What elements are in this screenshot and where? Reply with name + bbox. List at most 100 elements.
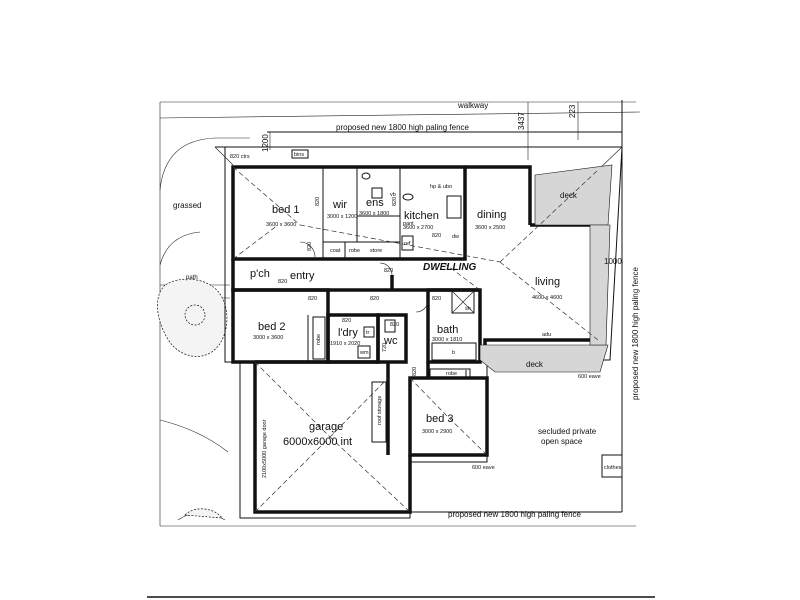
shrubs (157, 278, 228, 519)
robe-hall: robe (349, 248, 360, 254)
garage-name: garage (309, 421, 343, 433)
fridge-space (401, 235, 414, 251)
ens-size: 3600 x 1800 (359, 211, 389, 217)
hp-ubo-label: hp & ubo (430, 184, 452, 190)
dim-820-k: 820 (390, 322, 399, 328)
roof-storage-box (371, 381, 387, 443)
shower-base (371, 187, 383, 199)
wir-name: wir (332, 199, 347, 211)
trough-label: tr (366, 330, 370, 336)
bed3-name: bed 3 (426, 413, 454, 425)
ldry-name: l'dry (338, 327, 358, 339)
dwelling-title: DWELLING (423, 262, 477, 273)
roof-storage-label: roof storage (377, 396, 383, 425)
dim-223: 223 (568, 104, 577, 118)
dw-label: dw (452, 234, 459, 240)
sh-label: sh (465, 306, 471, 312)
ref-label: ref (404, 241, 411, 247)
fixtures (291, 149, 623, 478)
dim-820-b: 820 (392, 197, 398, 206)
ens-name: ens (366, 197, 384, 209)
open-space-line1: secluded private (538, 427, 597, 436)
fence-right-label: proposed new 1800 high paling fence (631, 266, 640, 400)
bed1-name: bed 1 (272, 204, 300, 216)
dim-3437: 3437 (517, 112, 526, 130)
bath-size: 3000 x 1810 (432, 337, 462, 343)
bed1-size: 3600 x 3600 (266, 222, 296, 228)
robe-box-bed2 (312, 316, 326, 360)
bathtub (431, 342, 477, 361)
bed3-size: 3000 x 2900 (422, 429, 452, 435)
dim-600-eave: 600 eave (578, 374, 601, 380)
vb-label: vb (390, 192, 396, 198)
ldry-size: 1910 x 2020 (330, 341, 360, 347)
site-labels: walkway proposed new 1800 high paling fe… (173, 101, 640, 519)
path-label: path (186, 275, 198, 281)
bath-name: bath (437, 324, 458, 336)
dim-1200: 1200 (261, 134, 270, 152)
decks (479, 164, 613, 373)
deck-bottom-name: deck (526, 360, 544, 369)
open-space-line2: open space (541, 437, 583, 446)
deck-top-name: deck (560, 191, 578, 200)
wm-label: wm (359, 350, 369, 356)
toilet-box (384, 319, 396, 333)
garage-size: 6000x6000 int (283, 436, 352, 448)
fence-top-label: proposed new 1800 high paling fence (336, 123, 470, 132)
dim-820-e: 820 (432, 233, 441, 239)
dim-820-g: 820 (308, 296, 317, 302)
dim-820-h: 820 (370, 296, 379, 302)
coat-label: coat (330, 248, 341, 254)
grassed-label: grassed (173, 201, 201, 210)
b-label: b (452, 350, 455, 356)
dim-820-d: 820 (384, 268, 393, 274)
robe-bed3: robe (446, 371, 457, 377)
dim-720: 720 (382, 343, 388, 352)
kitchen-sink (402, 193, 414, 201)
island-bench (446, 195, 462, 219)
adu-label: adu (542, 332, 551, 338)
living-size: 4600 x 4600 (532, 295, 562, 301)
dim-820-f: 820 (278, 279, 287, 285)
dim-820-top: 820 ctrs (230, 154, 250, 160)
bed2-name: bed 2 (258, 321, 286, 333)
partitions (307, 167, 467, 378)
fixture-labels: bins coat store ref robe robe robe hp & … (294, 152, 551, 425)
living-name: living (535, 276, 560, 288)
dining-name: dining (477, 209, 506, 221)
pant-label: pant (403, 221, 414, 227)
trough-box (363, 326, 375, 338)
dim-600-eave2: 600 eave (472, 465, 495, 471)
robe-bed2: robe (316, 334, 322, 345)
dim-820-c: 820 (307, 242, 313, 251)
bins-box (291, 149, 309, 159)
room-labels: bed 1 3600 x 3600 wir 3000 x 1200 ens 36… (250, 191, 578, 448)
dim-820-j: 820 (342, 318, 351, 324)
wir-size: 3000 x 1200 (327, 214, 357, 220)
porch-name: p'ch (250, 268, 270, 280)
dimension-labels: 3437 223 1200 1000 820 ctrs 820 820 820 … (230, 104, 622, 478)
basin (361, 172, 371, 180)
garage-door-dim: 2100x5000 garage door (262, 419, 268, 478)
dim-1000: 1000 (604, 257, 622, 266)
robe-box-bed3 (429, 368, 471, 378)
bins-label: bins (294, 152, 304, 158)
dining-size: 3600 x 2500 (475, 225, 505, 231)
dim-820-i: 820 (432, 296, 441, 302)
kitchen-size: 3600 x 2700 (403, 225, 433, 231)
clothes-line (601, 454, 623, 478)
wc-name: wc (383, 335, 398, 347)
dim-820-a: 820 (315, 197, 321, 206)
store-label: store (370, 248, 382, 254)
kitchen-name: kitchen (404, 210, 439, 222)
walkway-label: walkway (457, 101, 488, 110)
bed2-size: 3000 x 3600 (253, 335, 283, 341)
roof-hips (232, 166, 599, 513)
dim-820-l: 820 (412, 367, 418, 376)
shower (451, 290, 475, 314)
fence-bottom-label: proposed new 1800 high paling fence (448, 510, 582, 519)
wm-box (357, 345, 371, 359)
entry-name: entry (290, 270, 315, 282)
clothes-label: clothes (604, 465, 622, 471)
